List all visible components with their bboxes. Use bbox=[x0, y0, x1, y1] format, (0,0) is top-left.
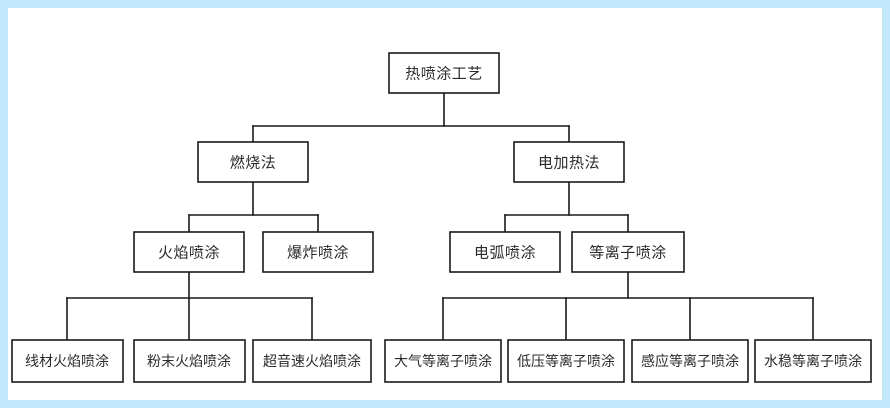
node-arc-label: 电弧喷涂 bbox=[474, 244, 536, 262]
node-aps[interactable]: 大气等离子喷涂 bbox=[384, 339, 502, 383]
node-wire-flame-box[interactable] bbox=[11, 339, 124, 383]
diagram-frame: 热喷涂工艺 燃烧法 电加热法 火焰喷涂 爆炸喷涂 电弧喷涂 等离子喷涂 bbox=[8, 8, 882, 400]
node-aps-label: 大气等离子喷涂 bbox=[394, 353, 492, 370]
node-arc[interactable]: 电弧喷涂 bbox=[449, 231, 561, 273]
node-lpps-box[interactable] bbox=[507, 339, 625, 383]
node-lpps[interactable]: 低压等离子喷涂 bbox=[507, 339, 625, 383]
node-aps-box[interactable] bbox=[384, 339, 502, 383]
node-combustion-label: 燃烧法 bbox=[230, 154, 277, 172]
node-wire-flame[interactable]: 线材火焰喷涂 bbox=[11, 339, 124, 383]
node-powder-flame-label: 粉末火焰喷涂 bbox=[147, 354, 231, 370]
node-powder-flame-box[interactable] bbox=[133, 339, 246, 383]
node-plasma-box[interactable] bbox=[571, 231, 685, 273]
thermal-spray-process-tree: 热喷涂工艺 燃烧法 电加热法 火焰喷涂 爆炸喷涂 电弧喷涂 等离子喷涂 bbox=[11, 52, 872, 383]
node-induction-plasma[interactable]: 感应等离子喷涂 bbox=[631, 339, 749, 383]
node-powder-flame[interactable]: 粉末火焰喷涂 bbox=[133, 339, 246, 383]
node-arc-box[interactable] bbox=[449, 231, 561, 273]
node-flame-box[interactable] bbox=[133, 231, 245, 273]
node-combustion[interactable]: 燃烧法 bbox=[197, 141, 309, 183]
node-water-plasma-label: 水稳等离子喷涂 bbox=[764, 353, 862, 370]
node-flame[interactable]: 火焰喷涂 bbox=[133, 231, 245, 273]
node-detonation-label: 爆炸喷涂 bbox=[287, 244, 349, 262]
node-water-plasma[interactable]: 水稳等离子喷涂 bbox=[754, 339, 872, 383]
node-wire-flame-label: 线材火焰喷涂 bbox=[25, 354, 109, 370]
node-flame-label: 火焰喷涂 bbox=[158, 244, 220, 262]
node-lpps-label: 低压等离子喷涂 bbox=[517, 353, 615, 370]
node-water-plasma-box[interactable] bbox=[754, 339, 872, 383]
node-detonation-box[interactable] bbox=[262, 231, 374, 273]
node-induction-plasma-label: 感应等离子喷涂 bbox=[641, 353, 739, 370]
node-root-box[interactable] bbox=[388, 52, 500, 94]
node-root-label: 热喷涂工艺 bbox=[405, 65, 483, 83]
node-electric-box[interactable] bbox=[513, 141, 625, 183]
node-plasma[interactable]: 等离子喷涂 bbox=[571, 231, 685, 273]
node-hvof-box[interactable] bbox=[252, 339, 372, 383]
node-root[interactable]: 热喷涂工艺 bbox=[388, 52, 500, 94]
node-induction-plasma-box[interactable] bbox=[631, 339, 749, 383]
node-combustion-box[interactable] bbox=[197, 141, 309, 183]
node-hvof[interactable]: 超音速火焰喷涂 bbox=[252, 339, 372, 383]
node-detonation[interactable]: 爆炸喷涂 bbox=[262, 231, 374, 273]
node-electric[interactable]: 电加热法 bbox=[513, 141, 625, 183]
connector-group bbox=[66, 92, 814, 341]
node-electric-label: 电加热法 bbox=[538, 154, 600, 172]
node-hvof-label: 超音速火焰喷涂 bbox=[263, 353, 361, 370]
node-plasma-label: 等离子喷涂 bbox=[589, 244, 667, 262]
